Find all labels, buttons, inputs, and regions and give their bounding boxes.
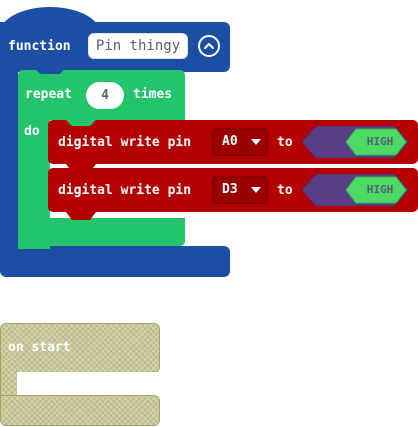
toggle-value: HIGH bbox=[366, 135, 394, 148]
on-start-block-footer[interactable] bbox=[0, 395, 160, 426]
on-start-label: on start bbox=[8, 340, 71, 355]
high-low-toggle[interactable] bbox=[302, 126, 408, 158]
repeat-keyword: repeat bbox=[25, 87, 72, 102]
repeat-block-notch bbox=[34, 68, 66, 74]
chevron-up-icon bbox=[204, 43, 214, 49]
digital-write-label: digital write pin bbox=[58, 183, 192, 198]
digital-write-block-tab bbox=[66, 212, 96, 220]
dropdown-caret-icon bbox=[251, 187, 261, 193]
digital-write-label: digital write pin bbox=[58, 135, 192, 150]
pin-dropdown-value: D3 bbox=[222, 182, 238, 197]
toggle-value: HIGH bbox=[366, 183, 394, 196]
function-block-arm bbox=[0, 60, 18, 260]
on-start-slot bbox=[17, 372, 160, 395]
to-label: to bbox=[277, 135, 293, 150]
on-start-block-arm bbox=[0, 360, 17, 405]
pin-dropdown[interactable]: A0 bbox=[212, 128, 268, 156]
pin-dropdown-value: A0 bbox=[222, 134, 238, 149]
dropdown-caret-icon bbox=[251, 139, 261, 145]
repeat-block-footer[interactable] bbox=[18, 218, 185, 246]
pin-dropdown[interactable]: D3 bbox=[212, 176, 268, 204]
function-name-field[interactable]: Pin thingy bbox=[88, 33, 188, 59]
times-label: times bbox=[133, 87, 173, 102]
function-keyword: function bbox=[8, 39, 71, 54]
collapse-button[interactable] bbox=[198, 35, 220, 57]
to-label: to bbox=[277, 183, 293, 198]
function-block-footer[interactable] bbox=[0, 246, 230, 277]
digital-write-block-notch bbox=[66, 120, 96, 126]
repeat-count-input[interactable]: 4 bbox=[86, 82, 124, 109]
high-low-toggle[interactable] bbox=[302, 174, 408, 206]
do-label: do bbox=[24, 124, 40, 139]
